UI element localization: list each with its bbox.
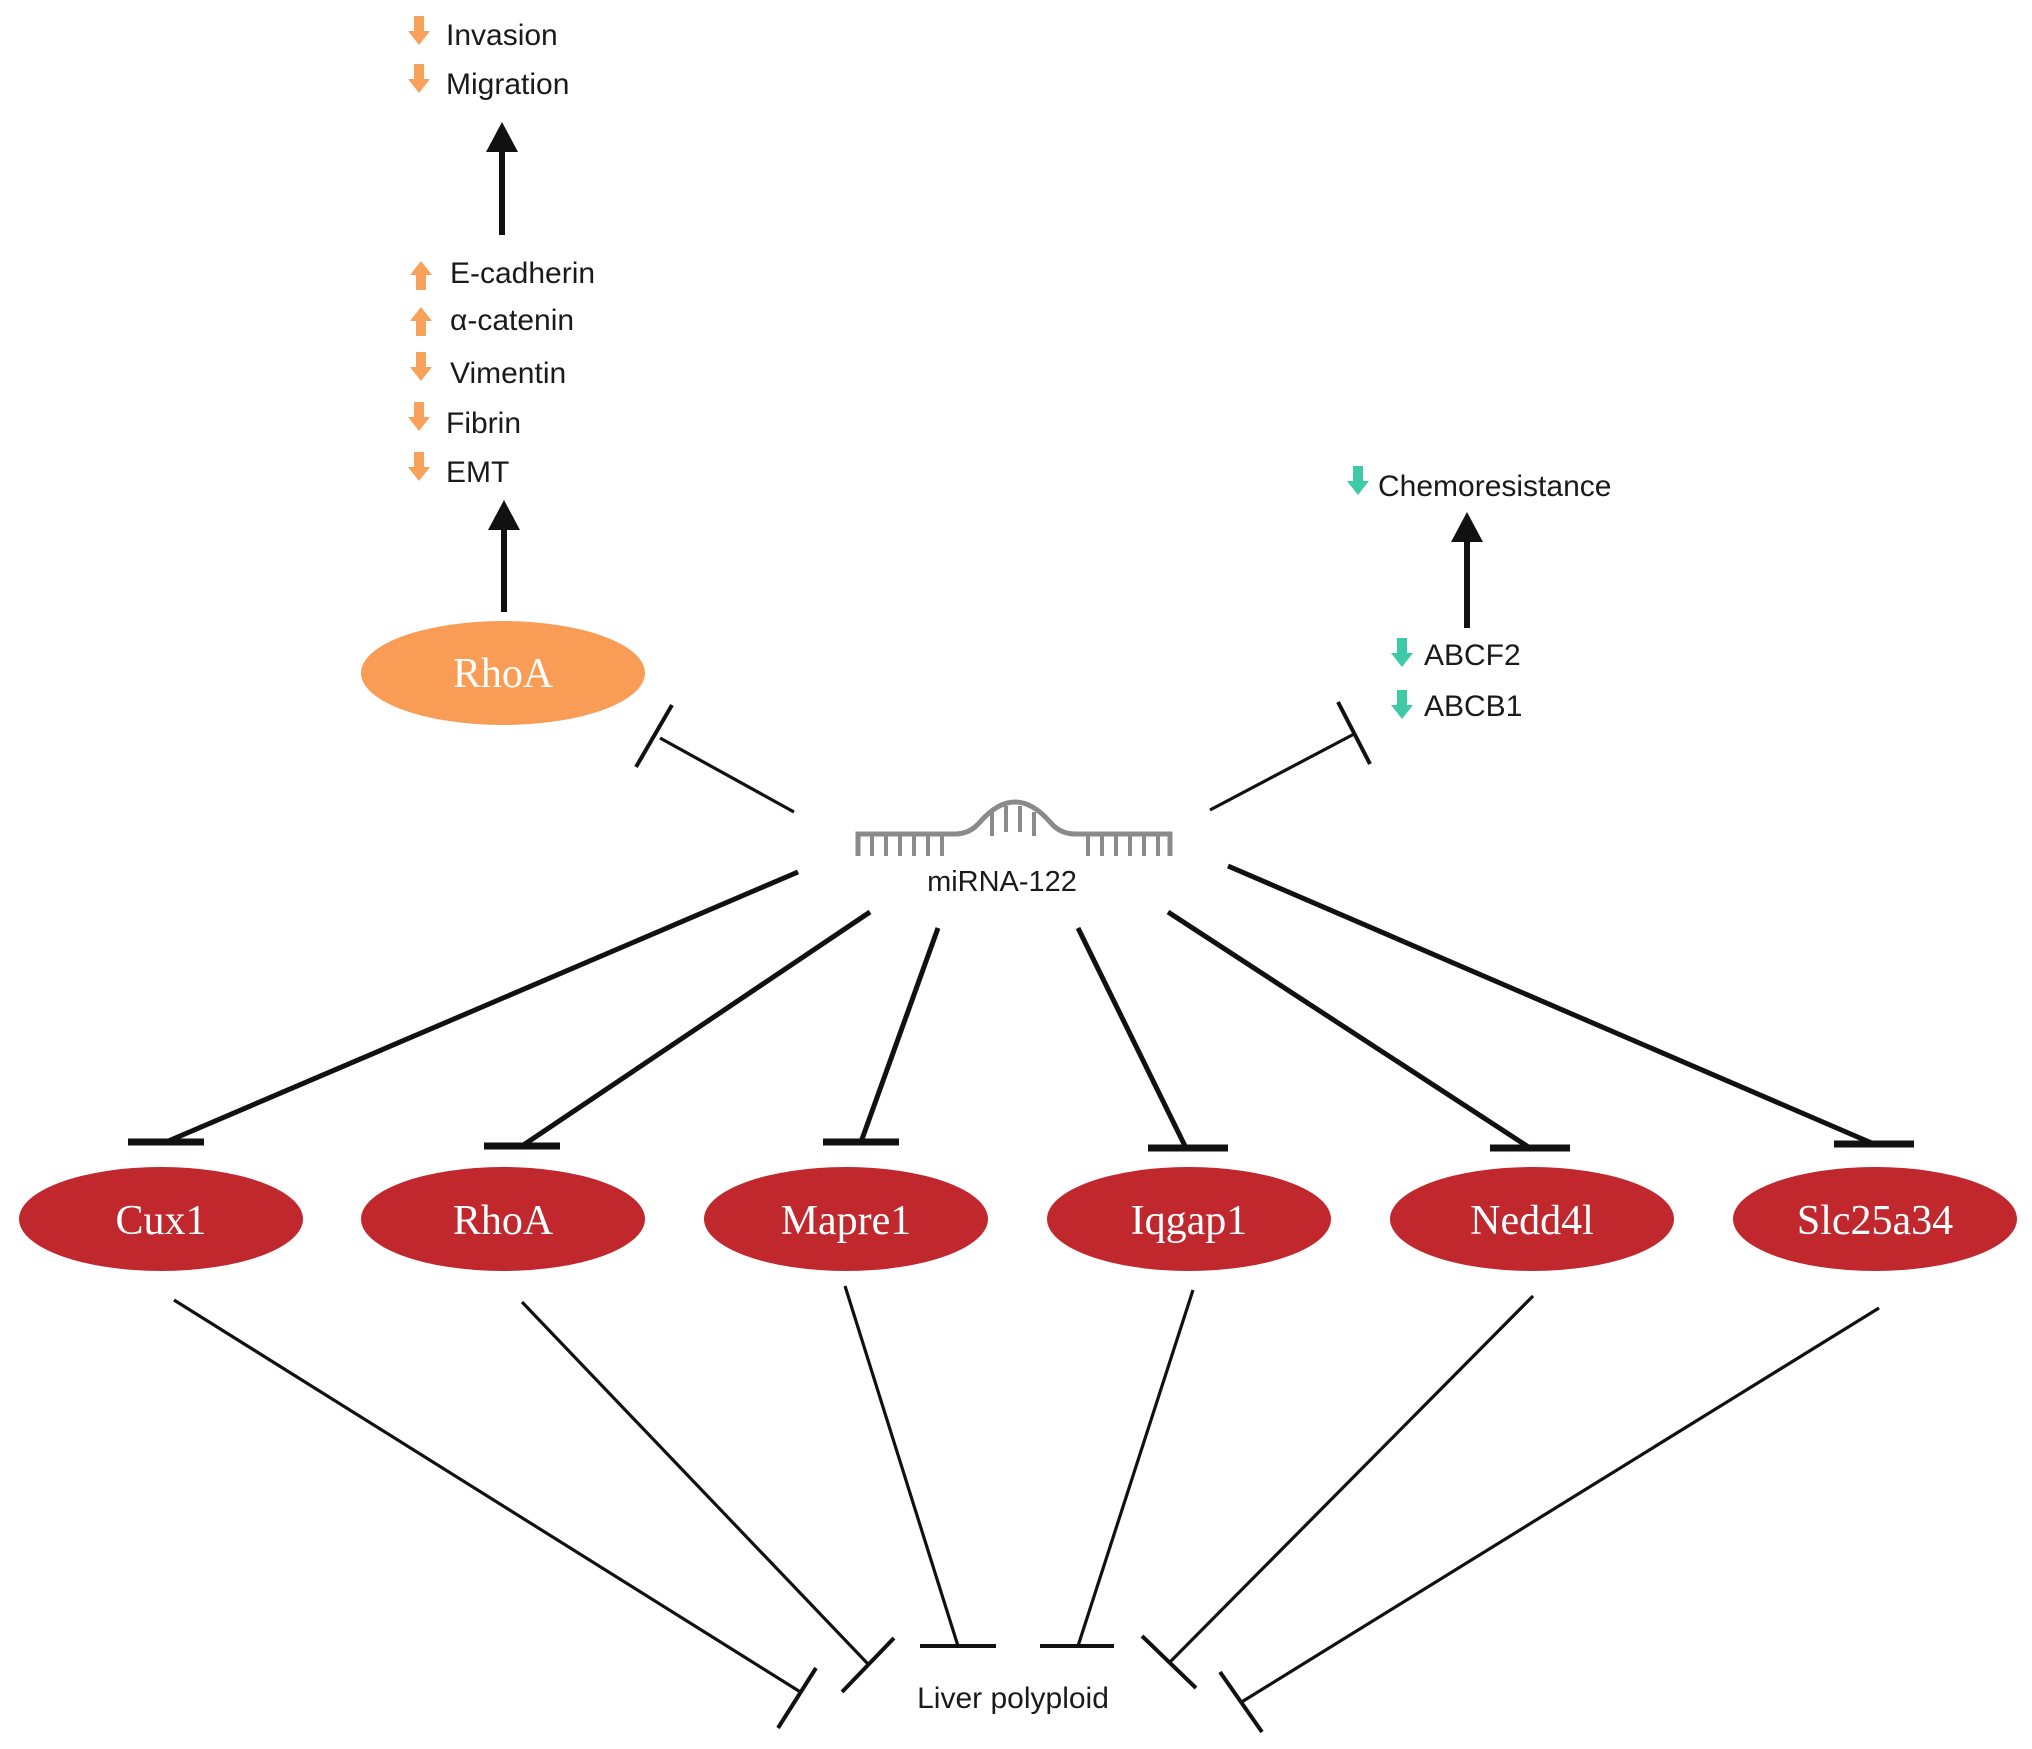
inhibition-mapre1-to-polyploid [843, 1285, 996, 1648]
up-arrow-icon [410, 261, 432, 290]
down-arrow-icon [408, 64, 430, 93]
activation-arrow-transporters-to-chemoresistance [1451, 512, 1483, 628]
target-node-label: Slc25a34 [1797, 1198, 1953, 1244]
inhibition-mirna-to-transporters [1209, 701, 1372, 812]
target-node-mapre1: Mapre1 [704, 1167, 988, 1271]
down-arrow-icon [1347, 466, 1369, 495]
inhibition-mirna-to-nedd4l [1166, 909, 1570, 1152]
down-arrow-icon [408, 452, 430, 481]
emt-marker-label: EMT [446, 456, 509, 489]
outcome-chemoresistance: Chemoresistance [1347, 466, 1611, 503]
emt-marker-alpha-catenin: α-catenin [410, 304, 574, 337]
emt-marker-fibrin: Fibrin [408, 402, 521, 440]
target-node-label: Iqgap1 [1131, 1198, 1248, 1244]
down-arrow-icon [408, 16, 430, 45]
mirna-122-label: miRNA-122 [927, 866, 1077, 898]
rhoa-node-top-label: RhoA [453, 651, 554, 697]
mirna-122-center: miRNA-122 [855, 799, 1173, 898]
emt-marker-label: α-catenin [450, 304, 574, 337]
target-node-cux1: Cux1 [19, 1167, 303, 1271]
transporter-label: ABCF2 [1424, 639, 1521, 672]
target-nodes: Cux1 RhoA Mapre1 Iqgap1 Nedd4l Slc25a34 [19, 1167, 2017, 1271]
inhibition-mirna-to-mapre1 [823, 927, 941, 1146]
outcome-chemoresistance-label: Chemoresistance [1378, 470, 1611, 503]
target-node-label: Cux1 [115, 1198, 206, 1244]
down-arrow-icon [1391, 638, 1413, 667]
inhibition-mirna-to-iqgap1 [1075, 926, 1228, 1152]
target-node-label: Nedd4l [1470, 1198, 1594, 1244]
inhibition-slc25a34-to-polyploid [1218, 1306, 1880, 1734]
outcome-invasion-label: Invasion [446, 19, 558, 52]
inhibition-rhoa-to-polyploid [520, 1300, 896, 1694]
outcome-migration-label: Migration [446, 68, 569, 101]
down-arrow-icon [410, 352, 432, 381]
transporter-abcb1: ABCB1 [1391, 690, 1522, 723]
left-branch: Invasion Migration E-cadherin α-catenin [361, 16, 795, 814]
target-node-rhoa: RhoA [361, 1167, 645, 1271]
activation-arrow-rhoa-to-emt [488, 500, 520, 612]
down-arrow-icon [1391, 690, 1413, 719]
rhoa-node-top: RhoA [361, 621, 645, 725]
emt-marker-label: E-cadherin [450, 257, 595, 290]
target-node-label: Mapre1 [781, 1198, 912, 1244]
target-node-label: RhoA [453, 1198, 554, 1244]
activation-arrow-emt-to-invasion [486, 122, 518, 235]
inhibition-mirna-to-rhoa [634, 703, 795, 814]
target-inhibition-edges [128, 863, 1914, 1152]
target-node-slc25a34: Slc25a34 [1733, 1167, 2017, 1271]
polyploid-inhibition-edges [173, 1285, 1880, 1734]
emt-marker-label: Vimentin [450, 357, 566, 390]
emt-marker-emt: EMT [408, 452, 509, 489]
target-node-iqgap1: Iqgap1 [1047, 1167, 1331, 1271]
inhibition-cux1-to-polyploid [173, 1298, 818, 1730]
emt-marker-label: Fibrin [446, 407, 521, 440]
inhibition-nedd4l-to-polyploid [1140, 1294, 1535, 1690]
up-arrow-icon [410, 307, 432, 336]
mirna-hairpin-icon [855, 799, 1173, 856]
outcome-invasion: Invasion [408, 16, 558, 52]
down-arrow-icon [408, 402, 430, 431]
emt-marker-vimentin: Vimentin [410, 352, 566, 390]
inhibition-mirna-to-slc25a34 [1227, 863, 1914, 1148]
inhibition-iqgap1-to-polyploid [1040, 1289, 1195, 1648]
inhibition-mirna-to-cux1 [128, 869, 799, 1146]
transporter-label: ABCB1 [1424, 690, 1522, 723]
target-node-nedd4l: Nedd4l [1390, 1167, 1674, 1271]
right-branch: Chemoresistance ABCF2 ABCB1 [1209, 466, 1611, 812]
inhibition-mirna-to-rhoa [484, 909, 872, 1150]
outcome-migration: Migration [408, 64, 569, 101]
liver-polyploid-label: Liver polyploid [917, 1682, 1109, 1715]
emt-marker-e-cadherin: E-cadherin [410, 257, 595, 290]
transporter-abcf2: ABCF2 [1391, 638, 1521, 672]
